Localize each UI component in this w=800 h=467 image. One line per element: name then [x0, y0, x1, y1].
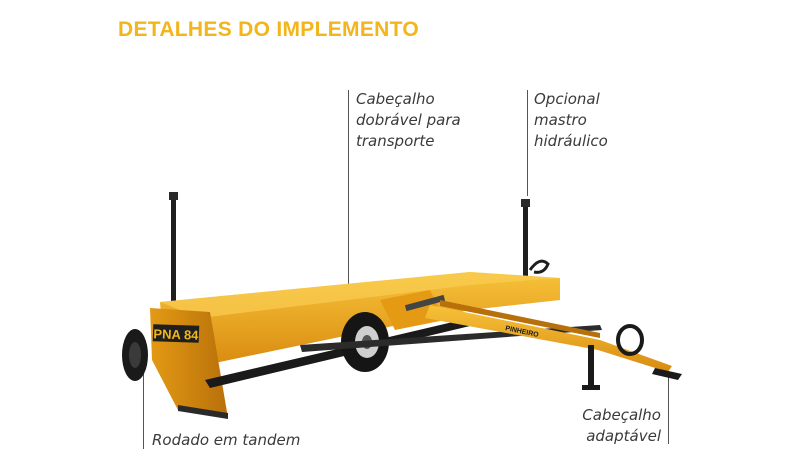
callout-folding-hitch: Cabeçalho dobrável para transporte [356, 89, 461, 152]
callout-hydraulic-mast-line1: Opcional [534, 90, 600, 108]
leader-line-folding-hitch [348, 90, 349, 318]
callout-folding-hitch-line1: Cabeçalho [356, 90, 435, 108]
callout-hydraulic-mast-line2: mastro [534, 111, 587, 129]
callout-tandem-wheels-line1: Rodado em tandem [152, 431, 301, 449]
model-plate: PNA 84 [152, 324, 199, 343]
model-plate-text: PNA 84 [153, 326, 199, 343]
cutting-blade [205, 318, 470, 388]
callout-tandem-wheels: Rodado em tandem [152, 430, 300, 451]
hitch-ring [616, 324, 682, 380]
leader-line-tandem-wheels [143, 372, 144, 449]
callout-adaptable-hitch: Cabeçalho adaptável [575, 405, 661, 447]
leader-line-hydraulic-mast [527, 90, 528, 196]
page-title: DETALHES DO IMPLEMENTO [118, 18, 419, 41]
callout-hydraulic-mast: Opcional mastro hidráulico [534, 89, 608, 152]
leader-line-adaptable-hitch [668, 372, 669, 444]
right-mast [521, 199, 550, 277]
callout-adaptable-hitch-line1: Cabeçalho [582, 406, 661, 424]
callout-adaptable-hitch-line2: adaptável [586, 427, 661, 445]
tandem-wheels [122, 329, 148, 381]
callout-folding-hitch-line3: transporte [356, 132, 435, 150]
jack-stand [582, 345, 600, 390]
callout-hydraulic-mast-line3: hidráulico [534, 132, 608, 150]
hitch-drawbar [425, 305, 672, 372]
left-mast [169, 192, 178, 313]
callout-folding-hitch-line2: dobrável para [356, 111, 461, 129]
